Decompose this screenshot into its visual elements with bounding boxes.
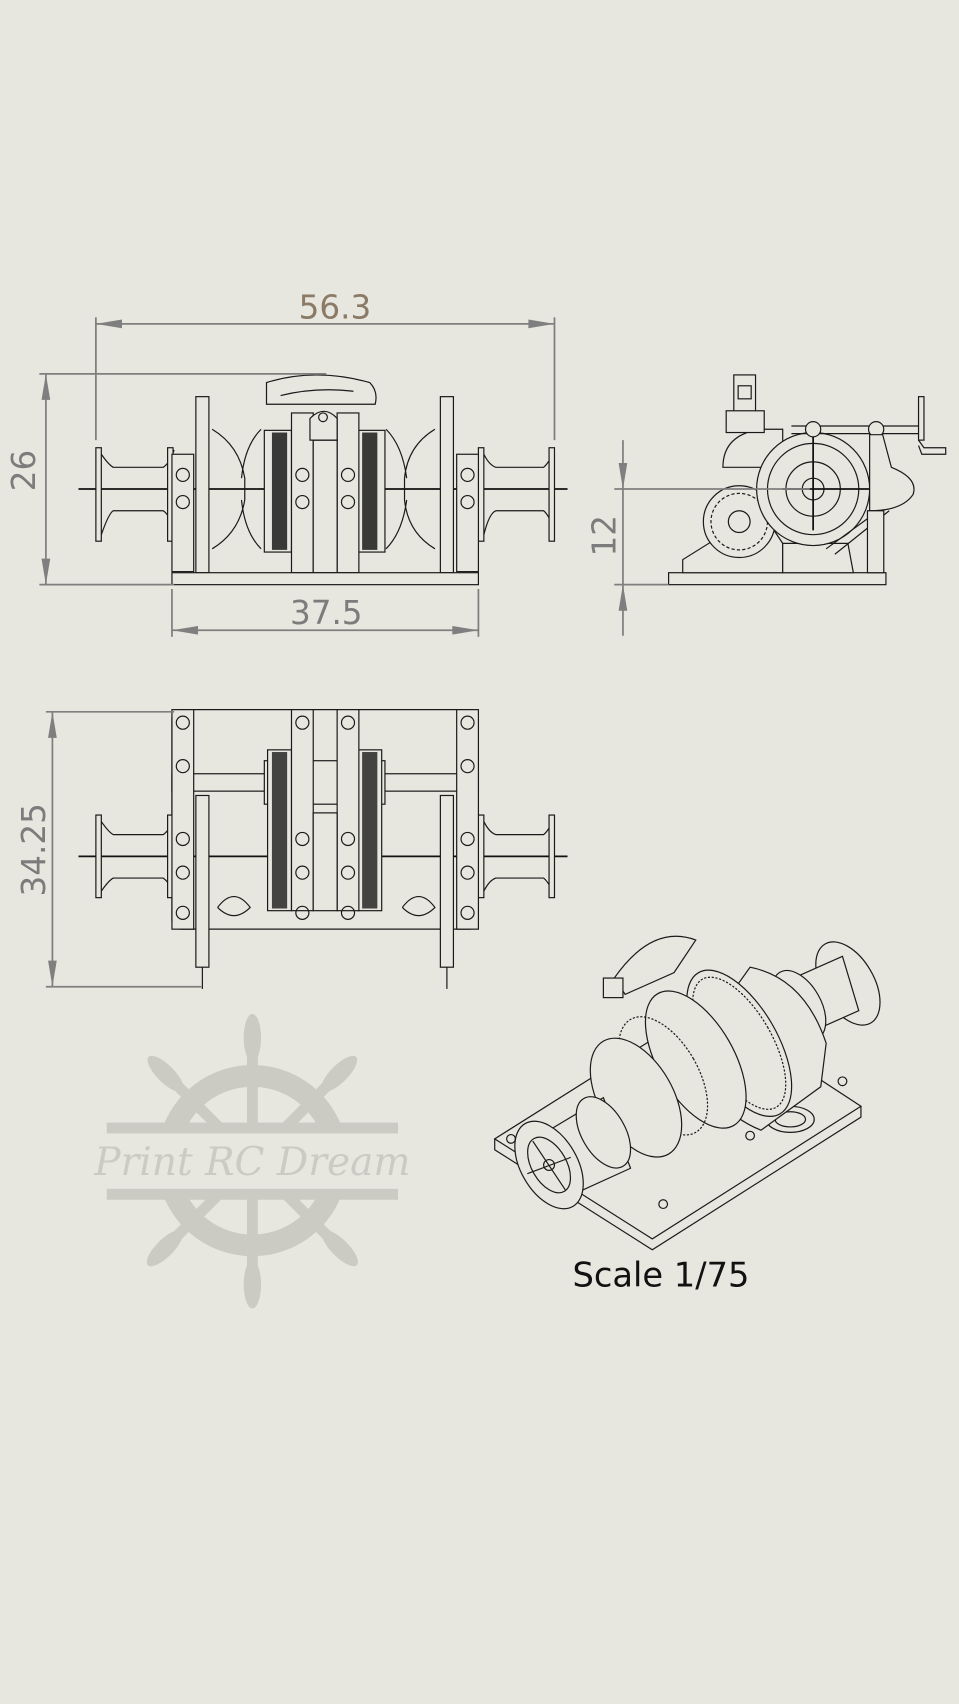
motor-box (733, 374, 757, 414)
dimension-base-width: 37.5 (171, 589, 480, 637)
dimension-overall-depth: 34.25 (15, 710, 202, 988)
crank-handle (917, 396, 925, 441)
dimension-overall-height: 26 (5, 372, 327, 586)
left-capstan (95, 447, 175, 542)
ships-wheel-icon (104, 1013, 401, 1309)
front-view (78, 374, 568, 586)
scale-label: Scale 1/75 (573, 1256, 750, 1295)
right-capstan (477, 447, 556, 542)
top-view (78, 709, 568, 989)
brake-handle (265, 374, 377, 441)
dimension-label-34-25: 34.25 (15, 803, 53, 896)
dimension-label-26: 26 (5, 450, 43, 491)
dimension-label-37-5: 37.5 (290, 594, 363, 632)
watermark-logo: Print RC Dream (93, 1013, 411, 1309)
dimension-shaft-height: 12 (585, 440, 810, 636)
dimension-label-56-3: 56.3 (299, 288, 372, 326)
isometric-view (493, 935, 881, 1251)
gear-right (357, 429, 386, 553)
gear-left (263, 429, 293, 553)
dimension-label-12: 12 (585, 515, 623, 556)
watermark-text: Print RC Dream (93, 1140, 410, 1185)
side-view (667, 374, 947, 586)
base-plate (171, 572, 480, 586)
dimension-overall-width: 56.3 (95, 288, 556, 441)
